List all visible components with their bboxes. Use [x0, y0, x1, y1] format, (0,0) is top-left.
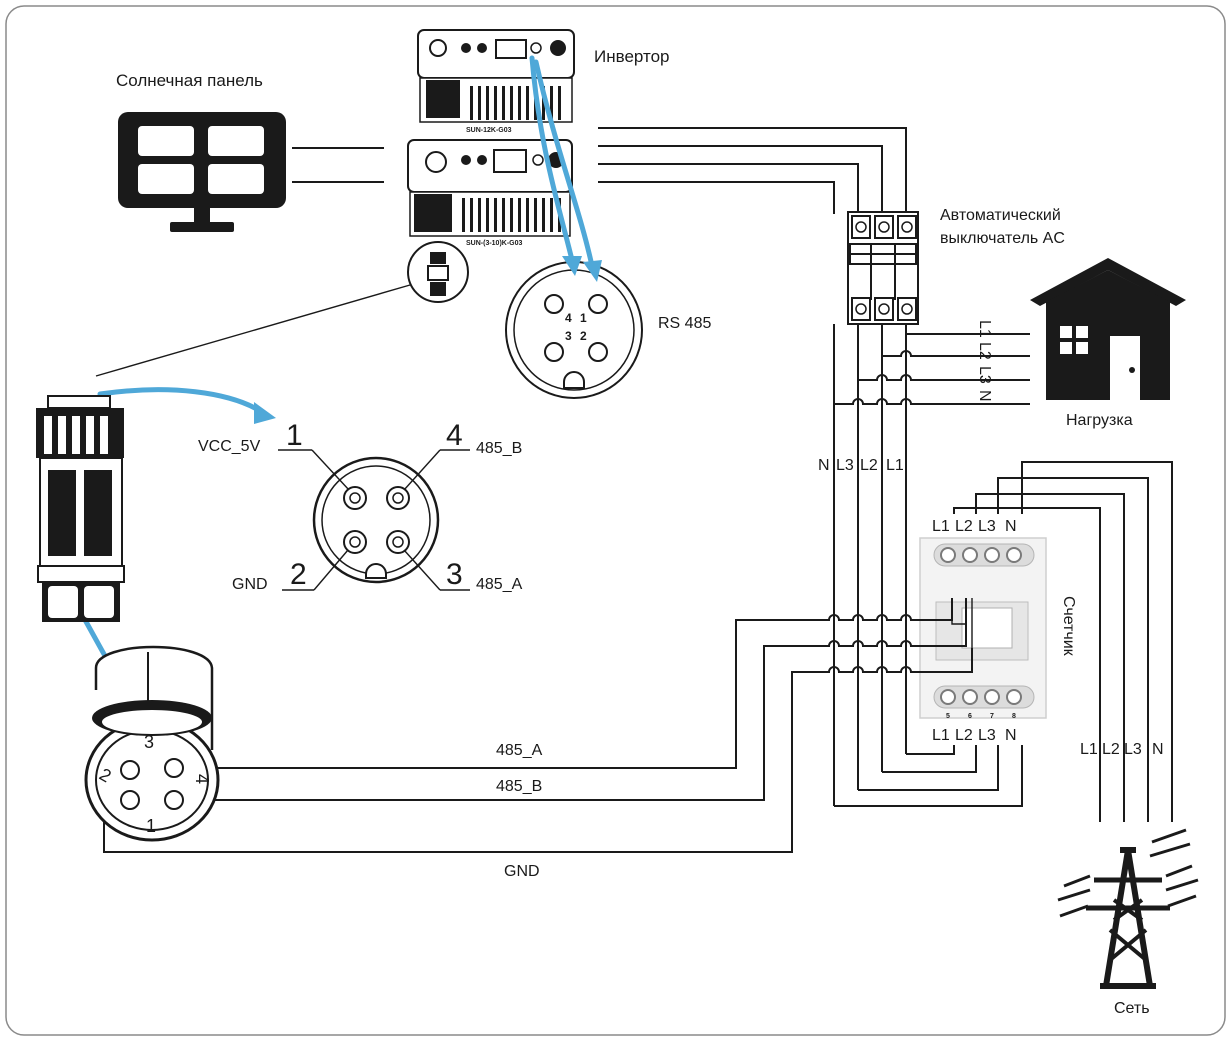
grid-line-l1: L1 [1080, 741, 1098, 758]
meter-top-l1: L1 [932, 518, 950, 535]
meter-bottom-l1: L1 [932, 727, 950, 744]
meter-bottom-l3: L3 [978, 727, 996, 744]
load-label: Нагрузка [1066, 412, 1133, 429]
pin3-number: 3 [446, 558, 463, 591]
breaker-out-l1: L1 [886, 457, 904, 474]
ac-breaker-icon [847, 211, 919, 325]
house-icon [1030, 258, 1186, 400]
pin2-number: 2 [290, 558, 307, 591]
load-line-n: N [976, 390, 993, 402]
ac-breaker-label-1: Автоматический [940, 207, 1061, 224]
meter-terminal-5: 5 [946, 713, 950, 720]
meter-top-l2: L2 [955, 518, 973, 535]
grid-line-l2: L2 [1102, 741, 1120, 758]
plug-pin4: 4 [192, 774, 212, 784]
power-tower-icon [1057, 828, 1199, 989]
vcc-label: VCC_5V [198, 438, 261, 455]
rs485-plug-icon [84, 645, 220, 842]
breaker-out-n: N [818, 457, 830, 474]
plug-pin1: 1 [146, 816, 156, 836]
diagram-border [5, 5, 1226, 1036]
grid-label: Сеть [1114, 1000, 1150, 1017]
pinout-diagram-icon [312, 456, 440, 584]
load-line-l3: L3 [976, 366, 993, 384]
wire-485b-label: 485_B [496, 778, 542, 795]
wire-gnd-label: GND [504, 863, 540, 880]
solar-panel-label: Солнечная панель [116, 71, 263, 90]
breaker-out-l2: L2 [860, 457, 878, 474]
solar-panel-icon [118, 112, 286, 232]
inverter-top-model: SUN-12K-G03 [466, 127, 512, 134]
inverter-bottom-model: SUN-(3-10)K-G03 [466, 240, 523, 247]
grid-line-n: N [1152, 741, 1164, 758]
meter-top-n: N [1005, 518, 1017, 535]
rs485-face-pin4: 4 [565, 311, 572, 325]
meter-label: Счетчик [1060, 596, 1077, 657]
rs485-label: RS 485 [658, 315, 711, 332]
ac-breaker-label-2: выключатель AC [940, 230, 1065, 247]
pin-485a-label: 485_A [476, 576, 523, 593]
wire-485a-label: 485_A [496, 742, 543, 759]
cable-connector-icon [36, 395, 125, 622]
pin4-number: 4 [446, 419, 463, 452]
meter-terminal-6: 6 [968, 713, 972, 720]
meter-bottom-l2: L2 [955, 727, 973, 744]
meter-terminal-8: 8 [1012, 713, 1016, 720]
meter-top-l3: L3 [978, 518, 996, 535]
rs485-port-icon [505, 261, 643, 399]
gnd-pin-label: GND [232, 576, 268, 593]
inverter-bottom-icon [407, 139, 573, 237]
pin1-number: 1 [286, 419, 303, 452]
rs485-face-pin3: 3 [565, 329, 572, 343]
rs485-face-pin1: 1 [580, 311, 587, 325]
pin-485b-label: 485_B [476, 440, 522, 457]
meter-icon [919, 537, 1047, 719]
grid-line-l3: L3 [1124, 741, 1142, 758]
load-line-l1: L1 [976, 320, 993, 338]
meter-bottom-n: N [1005, 727, 1017, 744]
connector-callout-icon [407, 241, 469, 303]
plug-pin3: 3 [144, 732, 154, 752]
meter-terminal-7: 7 [990, 713, 994, 720]
inverter-top-icon [417, 29, 575, 123]
load-line-l2: L2 [976, 342, 993, 360]
inverter-label: Инвертор [594, 47, 670, 66]
breaker-out-l3: L3 [836, 457, 854, 474]
rs485-face-pin2: 2 [580, 329, 587, 343]
